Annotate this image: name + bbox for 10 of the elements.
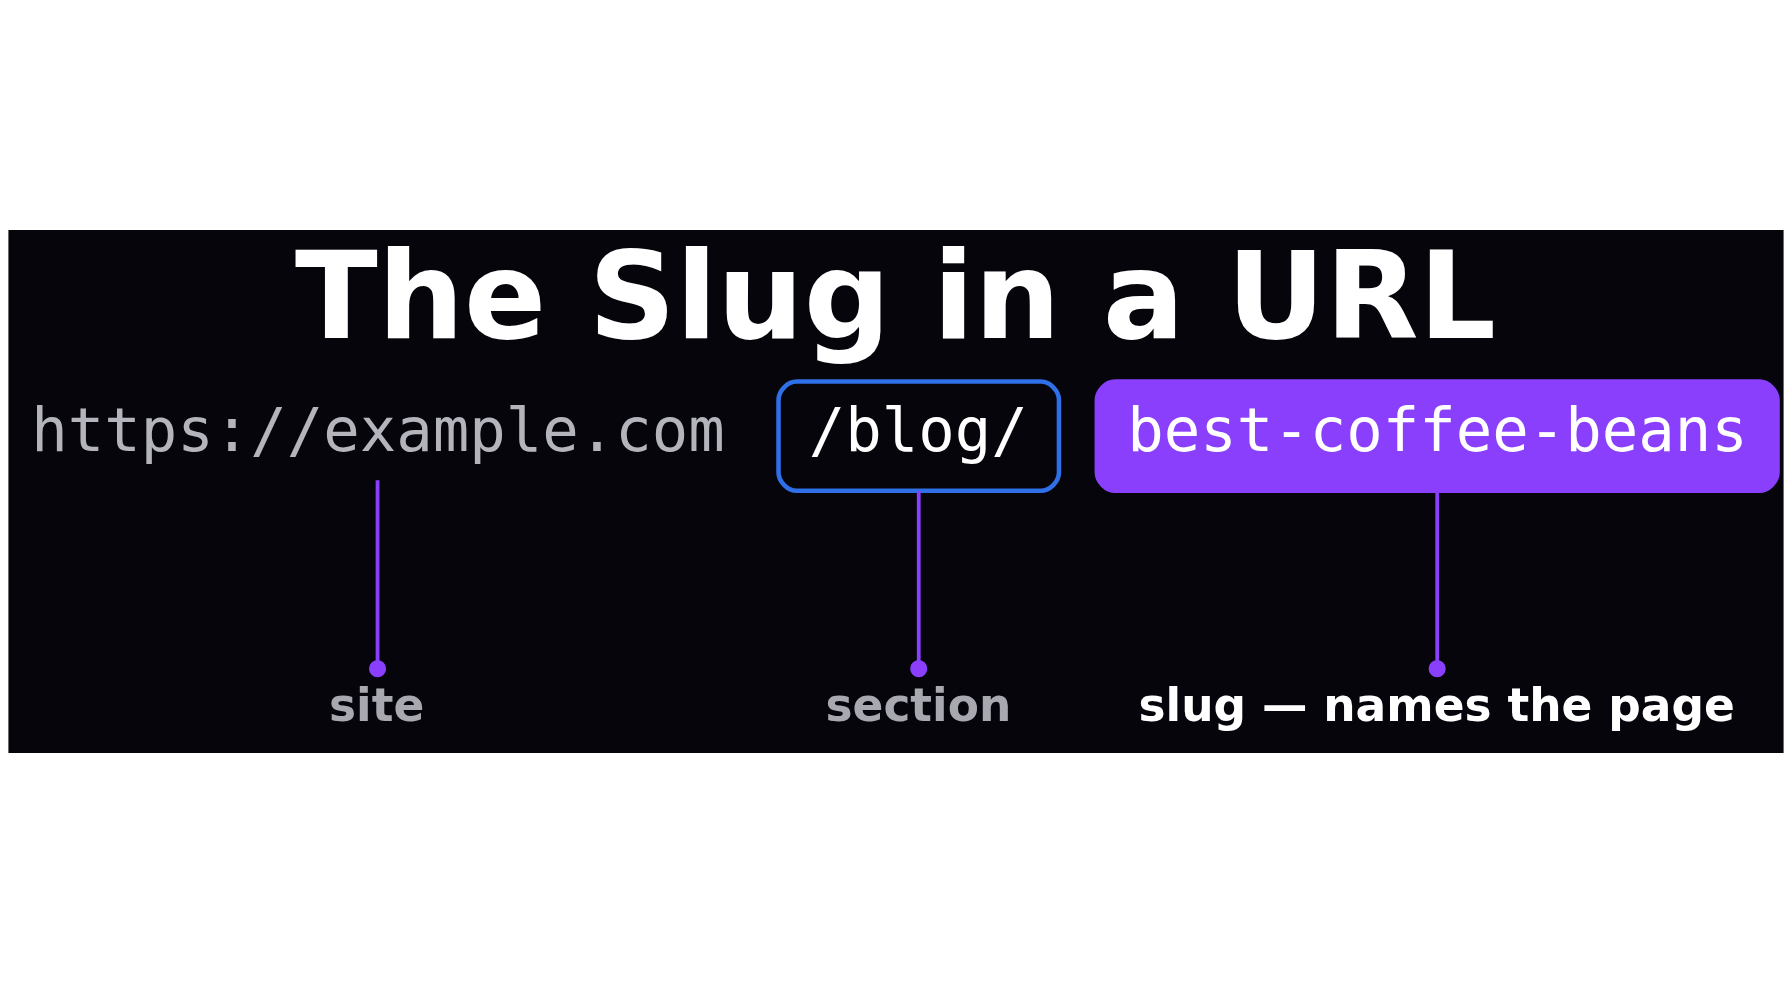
node-box: /blog/	[776, 379, 1062, 493]
node-text: site	[329, 679, 425, 733]
connector	[369, 480, 387, 678]
connector	[1428, 491, 1446, 678]
diagram-title: The Slug in a URL	[294, 224, 1496, 367]
node-text: section	[825, 679, 1012, 733]
node-box: best-coffee-beans	[1094, 379, 1780, 493]
node-text: slug — names the page	[1138, 679, 1735, 733]
connector	[910, 491, 928, 678]
node-text: https://example.com	[31, 395, 725, 466]
